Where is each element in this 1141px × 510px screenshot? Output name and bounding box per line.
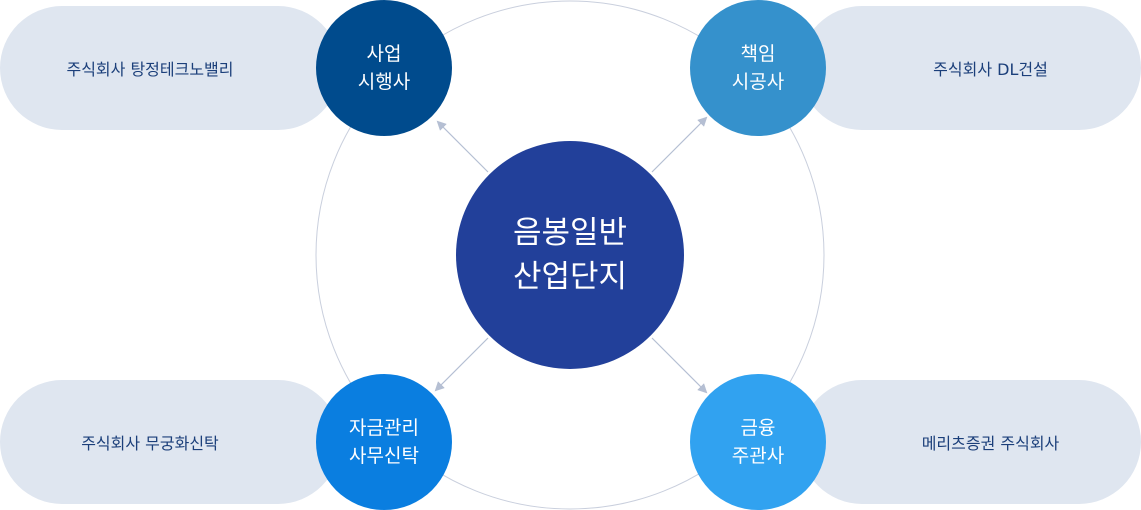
role-circle-finance: 금융 주관사	[690, 374, 826, 510]
arrow-top-left	[436, 120, 489, 173]
company-label: 주식회사 탕정테크노밸리	[66, 60, 234, 79]
company-label: 주식회사 무궁화신탁	[81, 434, 219, 453]
arrow-bottom-right	[651, 337, 708, 394]
company-label: 메리츠증권 주식회사	[921, 434, 1060, 453]
role-circle-developer: 사업 시행사	[316, 0, 452, 136]
outer-ring	[315, 0, 825, 510]
company-pill-finance: 메리츠증권 주식회사	[800, 380, 1141, 504]
arrow-top-right	[651, 116, 708, 173]
company-pill-developer: 주식회사 탕정테크노밸리	[0, 6, 340, 130]
arrow-bottom-left	[434, 337, 489, 392]
company-pill-contractor: 주식회사 DL건설	[800, 6, 1141, 130]
company-label: 주식회사 DL건설	[933, 60, 1048, 79]
role-circle-trust: 자금관리 사무신탁	[316, 374, 452, 510]
center-circle: 음봉일반 산업단지	[456, 141, 684, 369]
company-pill-trust: 주식회사 무궁화신탁	[0, 380, 340, 504]
role-circle-contractor: 책임 시공사	[690, 0, 826, 136]
